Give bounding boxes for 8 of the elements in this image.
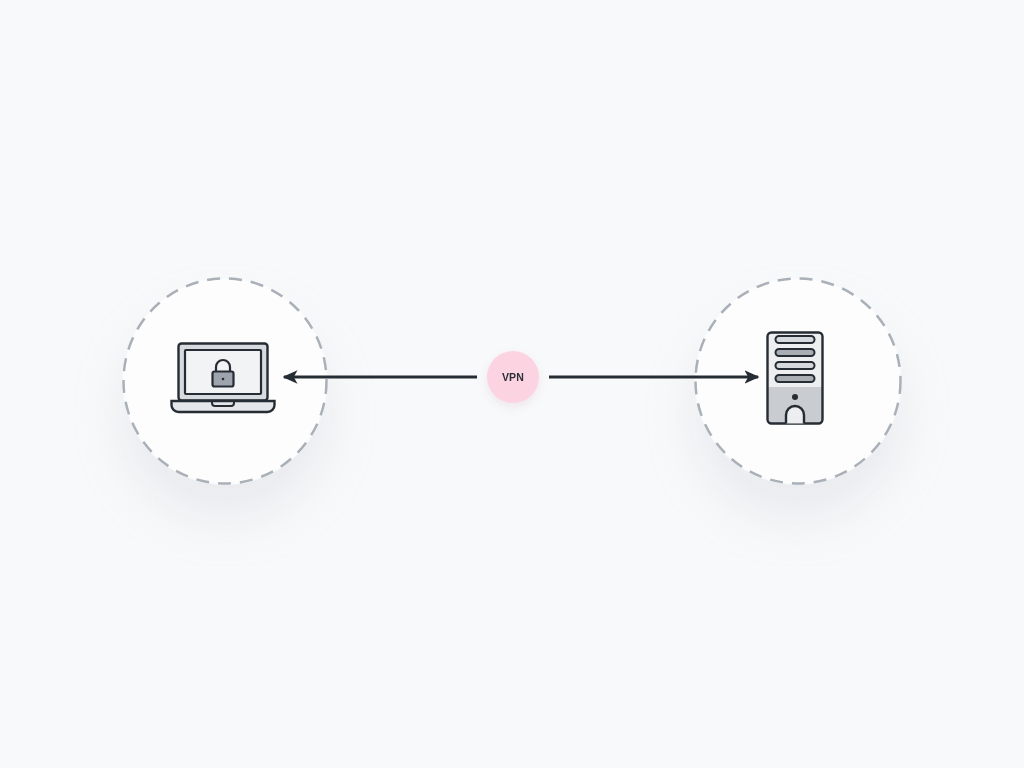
dashed-circle [694,277,902,485]
arrow [549,370,760,384]
server-tower-icon [766,331,824,425]
arrow [282,370,477,384]
laptop-lock-icon [170,342,276,414]
vpn-circle [487,351,539,403]
node-label: VPN [501,371,525,383]
dashed-circle [122,277,328,485]
